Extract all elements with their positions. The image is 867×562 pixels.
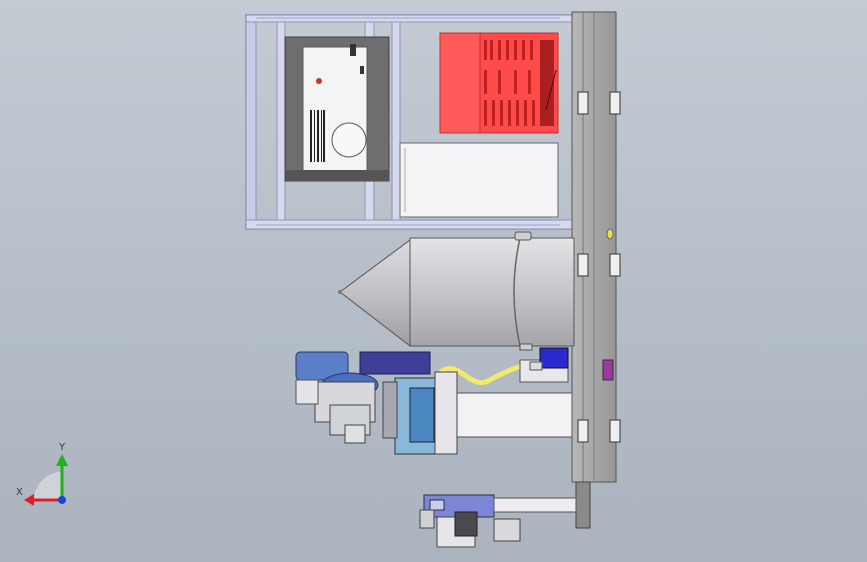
storage-tank[interactable] — [338, 231, 575, 351]
z-axis-dot — [58, 496, 66, 504]
gripper-unit[interactable] — [419, 494, 577, 548]
x-axis-label: X — [16, 487, 23, 498]
control-box[interactable] — [284, 36, 390, 182]
red-equipment[interactable] — [439, 32, 559, 134]
linear-rail[interactable] — [446, 392, 573, 438]
robot-arm[interactable] — [295, 351, 458, 455]
coordinate-triad — [24, 454, 68, 506]
white-panel[interactable] — [399, 142, 559, 218]
mounting-plate[interactable] — [571, 11, 621, 529]
y-axis-arrowhead — [56, 454, 68, 466]
x-axis-arrowhead — [24, 494, 34, 506]
y-axis-label: Y — [59, 442, 66, 453]
motor[interactable] — [519, 347, 569, 383]
